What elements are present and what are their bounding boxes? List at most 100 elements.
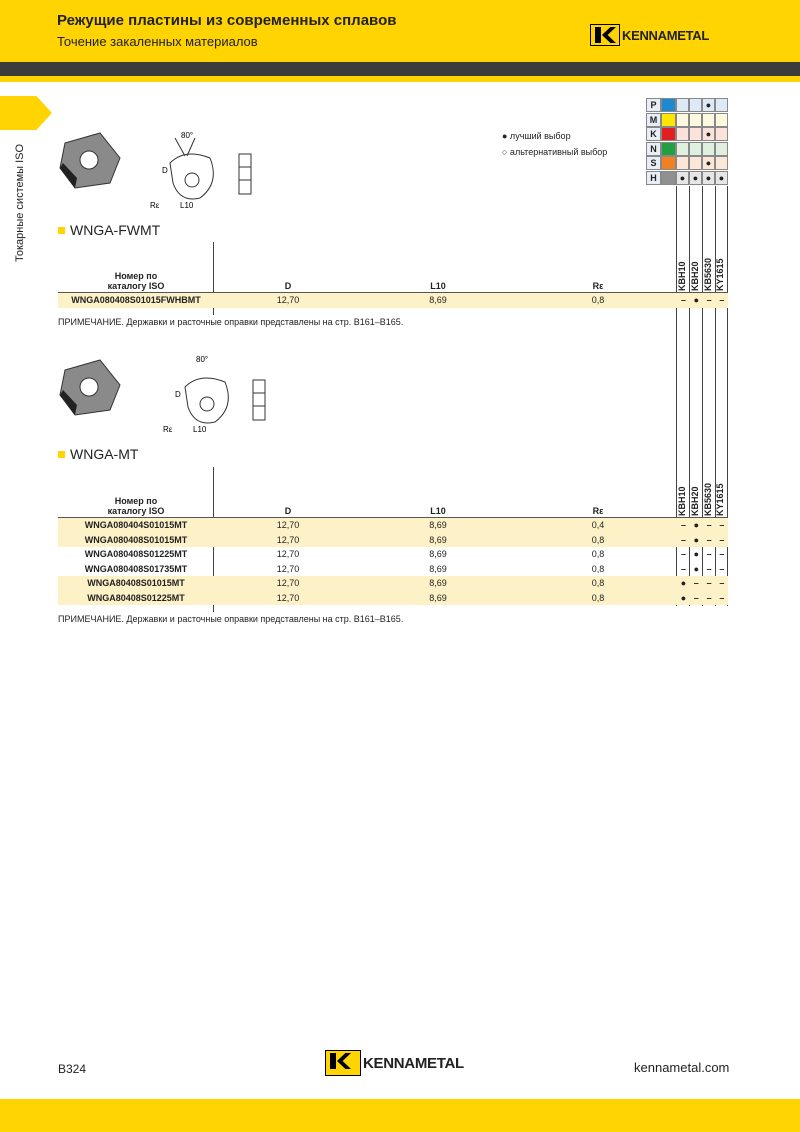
grade-header: KBH20 [689,486,700,516]
re-value: 0,8 [591,295,605,306]
re-value: 0,4 [591,520,605,531]
l10-value: 8,69 [429,578,447,589]
material-code: S [646,156,661,170]
insert-drawing-fwmt: 80° D Rε L10 [150,131,214,210]
header-yellow-stripe [0,76,800,82]
footer-bar [0,1099,800,1132]
material-code: M [646,112,661,127]
grade-mark: – [680,534,686,545]
grade-divider [702,186,703,606]
column-header-d: D [284,281,292,291]
d-value: 12,70 [276,563,300,574]
re-value: 0,8 [591,578,605,589]
l10-value: 8,69 [429,592,447,603]
grade-mark: ● [693,534,700,545]
grade-header: KBH10 [677,261,687,291]
material-mark [676,127,689,141]
re-value: 0,8 [591,549,605,560]
material-mark: ● [702,127,715,141]
column-header-l10: L10 [430,281,446,291]
l10-label: L10 [193,425,207,434]
re-value: 0,8 [591,563,605,574]
material-row-K: K● [646,127,728,141]
note: ПРИМЕЧАНИЕ. Державки и расточные оправки… [58,316,404,327]
insert-photo-mt [59,359,121,416]
material-mark [715,127,728,141]
material-mark [676,112,689,127]
d-value: 12,70 [276,295,300,306]
footer-logo: KENNAMETAL [325,1050,464,1076]
l10-value: 8,69 [429,549,447,560]
material-row-N: N [646,141,728,156]
d-label: D [162,166,168,175]
grade-mark: – [719,534,725,545]
section-arrow-icon [0,96,52,130]
catalog-header: Номер по [114,271,158,281]
material-mark [689,156,702,170]
grade-mark: – [706,578,712,589]
material-mark [715,98,728,112]
grade-mark: ● [693,295,700,306]
material-mark: ● [702,98,715,112]
material-code: P [646,98,661,112]
material-color-swatch [661,156,676,170]
material-mark [689,141,702,156]
material-color-swatch [661,141,676,156]
d-value: 12,70 [276,592,300,603]
material-mark: ● [702,170,715,185]
material-code: K [646,127,661,141]
grade-mark: – [719,592,725,603]
re-value: 0,8 [591,592,605,603]
insert-drawing-mt: 80° D Rε L10 [163,355,229,434]
re-label: Rε [163,425,173,434]
material-code: N [646,141,661,156]
l10-label: L10 [180,201,194,210]
grade-header: KB5630 [702,257,713,291]
grade-divider [715,186,716,606]
material-mark [715,112,728,127]
d-value: 12,70 [276,549,300,560]
column-header-re: Rε [592,506,604,516]
page-subtitle: Точение закаленных материалов [57,34,258,49]
section-title: WNGA-MT [58,446,138,462]
grade-mark: – [680,295,686,306]
header-dark-bar [0,62,800,76]
grade-divider [689,186,690,606]
header: Режущие пластины из современных сплавов … [0,0,800,62]
catalog-header: каталогу ISO [107,281,165,291]
angle-label: 80° [181,131,193,140]
grade-mark: ● [680,592,687,603]
grade-mark: – [693,592,699,603]
grade-mark: – [706,563,712,574]
insert-photo-fwmt [59,132,121,189]
material-mark [689,112,702,127]
grade-mark: – [706,592,712,603]
grade-divider [727,186,728,606]
d-value: 12,70 [276,520,300,531]
website-link[interactable]: kennametal.com [634,1060,730,1075]
grade-mark: – [706,295,712,306]
material-mark [676,141,689,156]
header-divider [213,242,214,315]
grade-mark: – [680,520,686,531]
d-label: D [175,390,181,399]
legend-alt: ○ альтернативный выбор [502,147,608,157]
grade-mark: – [719,578,725,589]
material-color-swatch [661,127,676,141]
grade-header: KBH20 [689,261,700,291]
grade-divider [676,186,677,606]
grade-mark: ● [680,578,687,589]
material-mark [676,156,689,170]
d-value: 12,70 [276,578,300,589]
material-mark [702,141,715,156]
catalog-number: WNGA080408S01015FWHBMT [71,295,201,306]
grade-mark: – [719,549,725,560]
grade-mark: – [719,520,725,531]
